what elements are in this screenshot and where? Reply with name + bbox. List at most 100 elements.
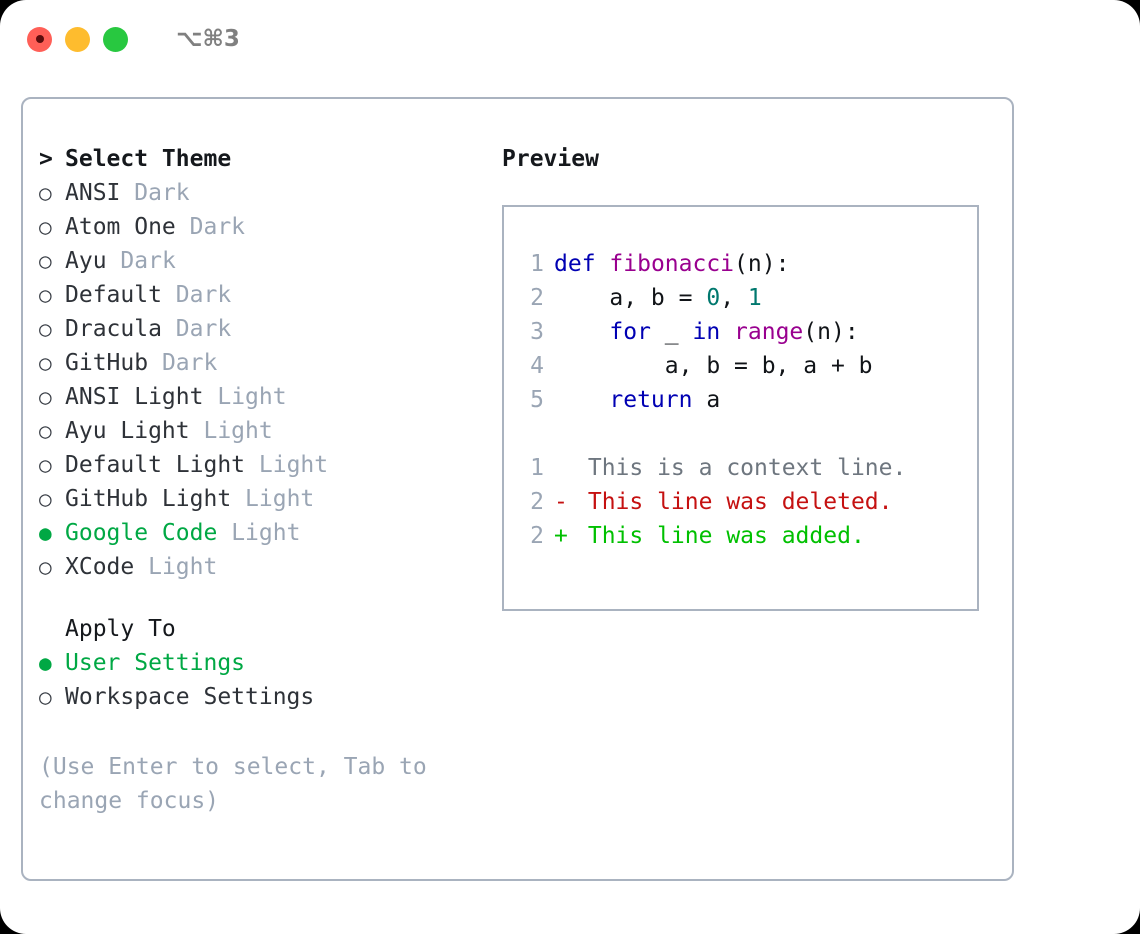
diff-sign: - (554, 489, 568, 515)
radio-selected-icon[interactable]: ● (39, 521, 52, 545)
diff-sign: + (554, 523, 568, 549)
keyboard-hint-text: (Use Enter to select, Tab to change focu… (39, 754, 427, 814)
theme-option-default-light[interactable]: ○Default Light Light (39, 452, 509, 486)
code-line-text: a, b = 0, 1 (554, 285, 762, 311)
radio-unselected-icon[interactable]: ○ (39, 685, 52, 709)
theme-option-label: Ayu Light (65, 418, 190, 444)
code-token-fn: range (734, 319, 804, 345)
theme-option-ayu[interactable]: ○ Ayu Dark (39, 248, 509, 282)
line-number: 2 (530, 489, 544, 515)
window-controls (27, 26, 128, 52)
radio-unselected-icon[interactable]: ○ (39, 317, 52, 341)
label-gap (120, 180, 134, 206)
diff-sample: 1 This is a context line.2- This line wa… (516, 455, 971, 557)
maximize-button[interactable] (103, 26, 128, 52)
radio-selected-icon[interactable]: ● (39, 651, 52, 675)
theme-list-column: > Select Theme ○ANSI Dark○Atom One Dark○… (39, 146, 509, 818)
label-gap (134, 554, 148, 580)
theme-option-list: ○ANSI Dark○Atom One Dark○Ayu Dark○Defaul… (39, 180, 509, 588)
line-number: 3 (530, 319, 544, 345)
code-token-kw: in (692, 319, 721, 345)
theme-option-label: Ayu (65, 248, 107, 274)
apply-to-title: Apply To (65, 616, 176, 642)
code-line: 4 a, b = b, a + b (516, 353, 971, 387)
close-button[interactable] (27, 26, 52, 52)
label-gap (190, 418, 204, 444)
radio-unselected-icon[interactable]: ○ (39, 351, 52, 375)
code-token-num: 1 (747, 285, 762, 311)
theme-option-github[interactable]: ○ GitHub Dark (39, 350, 509, 384)
line-number: 5 (530, 387, 544, 413)
theme-kind-label: Light (148, 554, 218, 580)
theme-option-ansi-light[interactable]: ○ ANSI Light Light (39, 384, 509, 418)
code-token-fn: fibonacci (609, 251, 735, 277)
minimize-button[interactable] (65, 26, 90, 52)
code-token-pl (596, 251, 610, 277)
code-token-pl: (n): (734, 251, 790, 277)
code-line: 3 for _ in range(n): (516, 319, 971, 353)
code-line: 5 return a (516, 387, 971, 421)
line-number: 1 (530, 251, 544, 277)
line-number: 2 (530, 523, 544, 549)
diff-line-del: 2- This line was deleted. (516, 489, 971, 523)
apply-to-option-workspace-settings[interactable]: ○Workspace Settings (39, 684, 509, 718)
label-gap (162, 316, 176, 342)
theme-kind-label: Light (217, 384, 287, 410)
list-spacer (39, 588, 509, 616)
code-token-kw: for (609, 319, 651, 345)
code-token-num: 0 (706, 285, 721, 311)
apply-to-option-list: ● User Settings ○Workspace Settings (39, 650, 509, 718)
radio-unselected-icon[interactable]: ○ (39, 555, 52, 579)
radio-unselected-icon[interactable]: ○ (39, 181, 52, 205)
apply-to-marker (39, 619, 65, 640)
radio-unselected-icon[interactable]: ○ (39, 385, 52, 409)
theme-option-label: GitHub Light (65, 486, 232, 512)
radio-unselected-icon[interactable]: ○ (39, 283, 52, 307)
theme-option-ansi[interactable]: ○ANSI Dark (39, 180, 509, 214)
code-token-pl: (n): (803, 319, 859, 345)
theme-kind-label: Dark (120, 248, 176, 274)
theme-option-default[interactable]: ○Default Dark (39, 282, 509, 316)
radio-unselected-icon[interactable]: ○ (39, 249, 52, 273)
code-token-pl (554, 319, 609, 345)
theme-kind-label: Dark (161, 350, 218, 376)
label-gap (245, 452, 259, 478)
apply-to-option-user-settings[interactable]: ● User Settings (39, 650, 509, 684)
code-token-pl: a, b = (554, 285, 707, 311)
apply-to-option-label: User Settings (65, 650, 246, 676)
label-gap (176, 214, 190, 240)
theme-kind-label: Light (231, 520, 301, 546)
radio-unselected-icon[interactable]: ○ (39, 453, 52, 477)
radio-unselected-icon[interactable]: ○ (39, 215, 52, 239)
theme-option-label: GitHub (65, 350, 149, 376)
theme-option-xcode[interactable]: ○XCode Light (39, 554, 509, 588)
theme-picker-panel: > Select Theme ○ANSI Dark○Atom One Dark○… (21, 97, 1014, 881)
select-theme-title: Select Theme (65, 146, 232, 172)
theme-kind-label: Dark (189, 214, 246, 240)
code-token-pl: , (720, 285, 748, 311)
theme-kind-label: Light (203, 418, 273, 444)
radio-unselected-icon[interactable]: ○ (39, 487, 52, 511)
line-number: 4 (530, 353, 544, 379)
prompt-caret-icon: > (39, 146, 53, 172)
panel-columns: > Select Theme ○ANSI Dark○Atom One Dark○… (23, 99, 1012, 879)
code-line: 2 a, b = 0, 1 (516, 285, 971, 319)
line-number: 2 (530, 285, 544, 311)
radio-unselected-icon[interactable]: ○ (39, 419, 52, 443)
diff-line-text: This is a context line. (574, 455, 907, 481)
theme-option-label: Default (65, 282, 162, 308)
label-gap (203, 384, 217, 410)
select-theme-header: > Select Theme (39, 146, 509, 180)
label-gap (162, 282, 176, 308)
theme-option-google-code[interactable]: ●Google Code Light (39, 520, 509, 554)
title-bar: ⌥⌘3 (0, 0, 1140, 78)
theme-option-ayu-light[interactable]: ○ Ayu Light Light (39, 418, 509, 452)
theme-option-dracula[interactable]: ○Dracula Dark (39, 316, 509, 350)
theme-option-github-light[interactable]: ○GitHub Light Light (39, 486, 509, 520)
theme-option-label: ANSI Light (65, 384, 204, 410)
theme-option-atom-one[interactable]: ○Atom One Dark (39, 214, 509, 248)
